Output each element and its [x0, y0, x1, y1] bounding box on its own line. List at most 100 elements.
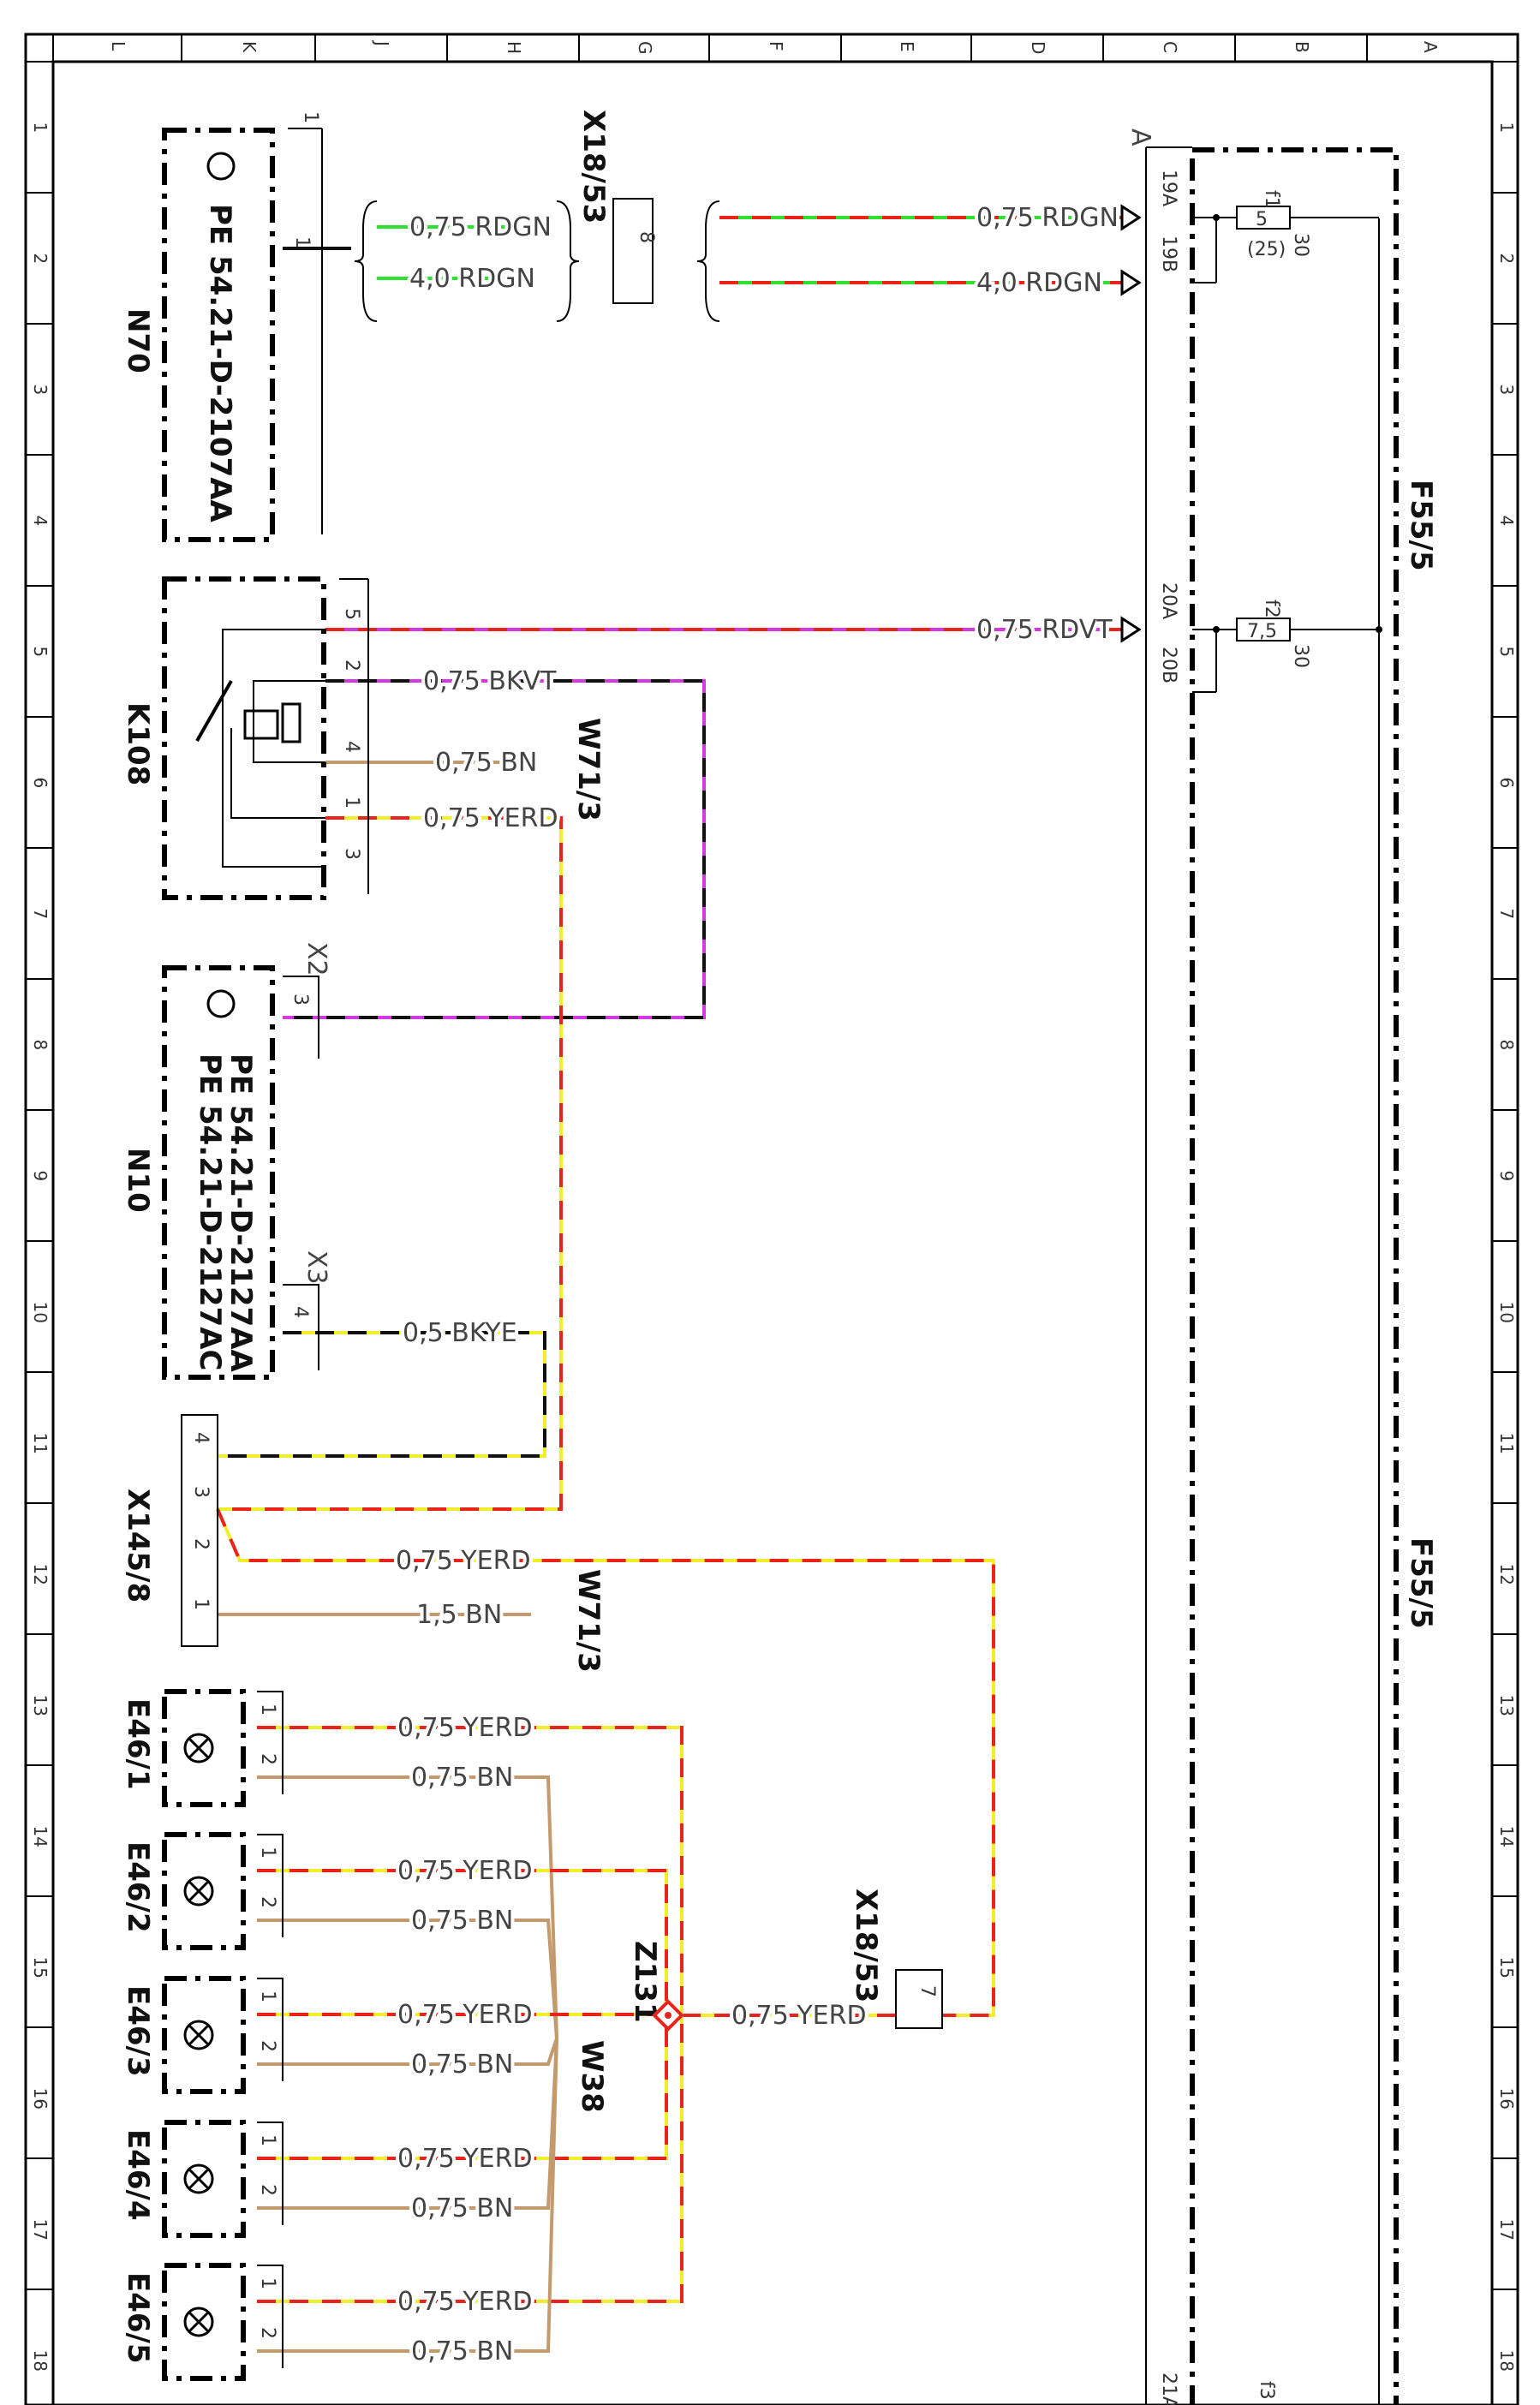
column-label: D [1028, 41, 1048, 54]
lamp-name: E46/2 [121, 1841, 155, 1933]
n70-icon [206, 152, 236, 181]
lamp-bracket [257, 1834, 284, 1937]
lamp-yerd-label: 0,75 YERD [397, 2144, 533, 2174]
row-label-left: 17 [30, 2219, 51, 2241]
x18-53-top-brace-r2 [696, 200, 720, 322]
row-label-left: 16 [30, 2088, 51, 2110]
k108-pin-2: 2 [341, 659, 362, 671]
row-label-right: 6 [1496, 778, 1517, 789]
lamp-icon [183, 1733, 214, 1763]
row-label-right: 11 [1496, 1433, 1517, 1454]
lamp-pin-2: 2 [257, 1753, 278, 1765]
column-label: J [372, 39, 392, 46]
n10-box [162, 965, 275, 1380]
outer-frame [24, 33, 1519, 2405]
row-label-left: 1 [30, 122, 51, 134]
x145-8-pin-1: 1 [190, 1598, 212, 1610]
fuse-f2-bus-node [1376, 626, 1382, 633]
inner-frame [51, 60, 1494, 2405]
lamp-name: E46/5 [121, 2272, 155, 2364]
x145-8-pin-2: 2 [190, 1538, 212, 1550]
k108-bkvt-label: 0,75 BKVT [423, 666, 557, 696]
lamp-box [162, 1689, 246, 1807]
w71-3-lower-label: W71/3 [571, 1569, 606, 1673]
row-label-left: 3 [30, 385, 51, 396]
lamp-name: E46/4 [121, 2129, 155, 2221]
row-label-left: 9 [30, 1171, 51, 1182]
k108-yerd-stripe [218, 816, 563, 1511]
k108-bn-label: 0,75 BN [435, 748, 537, 778]
lamp-pin-1: 1 [257, 1847, 278, 1859]
lamp-yerd-label: 0,75 YERD [397, 2287, 533, 2317]
x18-53-top-brace-r [556, 200, 580, 322]
fuse-f1-pin-b: 19B [1158, 236, 1179, 272]
lamp-bn-wire [257, 2038, 558, 2066]
lamp-pin-1: 1 [257, 2277, 278, 2289]
lamp-bracket [257, 1691, 284, 1794]
fuse-f1-term: 30 [1290, 233, 1311, 257]
column-label: H [504, 41, 524, 54]
k108-yerd [218, 816, 563, 1511]
row-label-right: 17 [1496, 2219, 1517, 2241]
fuse-wire-a-label: 0,75 RDGN [976, 203, 1119, 233]
f55-5-side-a: A [1125, 128, 1155, 146]
fuse-f2-node [1213, 626, 1220, 633]
lamp-icon-x2 [188, 1737, 210, 1759]
lamp-yerd-label: 0,75 YERD [397, 2000, 533, 2030]
row-label-left: 15 [30, 1957, 51, 1978]
z131-splice-icon [652, 1999, 684, 2032]
row-label-right: 8 [1496, 1040, 1517, 1051]
row-label-right: 2 [1496, 254, 1517, 265]
lamp-pin-1: 1 [257, 2134, 278, 2146]
f55-5-label-lower: F55/5 [1404, 1537, 1438, 1629]
row-label-left: 13 [30, 1695, 51, 1716]
fuse-f2-value: 7,5 [1247, 621, 1277, 642]
x145-bn-label: 1,5 BN [416, 1600, 502, 1630]
x18-53-top-name: X18/53 [576, 110, 611, 224]
n10-code-1: PE 54.21-D-2127AA [224, 1053, 258, 1373]
lamp-bn-wire [257, 2038, 558, 2353]
column-label: A [1420, 41, 1441, 53]
n10-code-2: PE 54.21-D-2127AC [193, 1053, 227, 1371]
row-label-left: 6 [30, 778, 51, 789]
row-label-right: 3 [1496, 385, 1517, 396]
k108-yerd-label: 0,75 YERD [423, 803, 558, 833]
lamp-icon [183, 2307, 214, 2337]
lamp-bn-wire [257, 1775, 558, 2039]
n10-x2-label: X2 [301, 942, 331, 976]
column-label: E [897, 41, 917, 52]
x18-53-bottom-connector [895, 1969, 943, 2029]
k108-rdvt-label: 0,75 RDVT [976, 615, 1113, 645]
lamp-icon [183, 1876, 214, 1907]
fuse-f1-node [1213, 214, 1220, 221]
column-label: G [635, 41, 655, 55]
n10-x2-pin: 3 [289, 994, 311, 1006]
x145-yerd-stripe [216, 1508, 995, 2017]
f55-5-label-upper: F55/5 [1404, 480, 1438, 571]
row-label-right: 16 [1496, 2088, 1517, 2110]
z131-label: Z131 [628, 1941, 662, 2023]
lamp-icon [183, 2163, 214, 2194]
lamp-pin-1: 1 [257, 1704, 278, 1716]
fuse-f1-sub: (25) [1247, 239, 1286, 260]
x18-53-top-connector [612, 198, 654, 304]
lamp-box [162, 2263, 246, 2381]
w71-3-upper-label: W71/3 [571, 718, 606, 821]
row-label-right: 5 [1496, 647, 1517, 658]
lamp-bn-label: 0,75 BN [411, 2336, 513, 2366]
row-label-left: 2 [30, 254, 51, 265]
lamp-yerd-wire-stripe [257, 2015, 668, 2160]
connector-arrow-19a [1120, 204, 1142, 231]
lamp-icon-x2 [188, 1880, 210, 1902]
row-label-left: 7 [30, 909, 51, 920]
k108-internal-2 [253, 680, 325, 763]
lamp-box [162, 1976, 246, 2094]
lamp-bracket [257, 2265, 284, 2368]
x145-8-pin-4: 4 [190, 1432, 212, 1444]
fuse-f2-id: f2 [1261, 600, 1282, 618]
lamp-pin-2: 2 [257, 2040, 278, 2052]
row-label-left: 11 [30, 1433, 51, 1454]
row-label-right: 18 [1496, 2350, 1517, 2372]
